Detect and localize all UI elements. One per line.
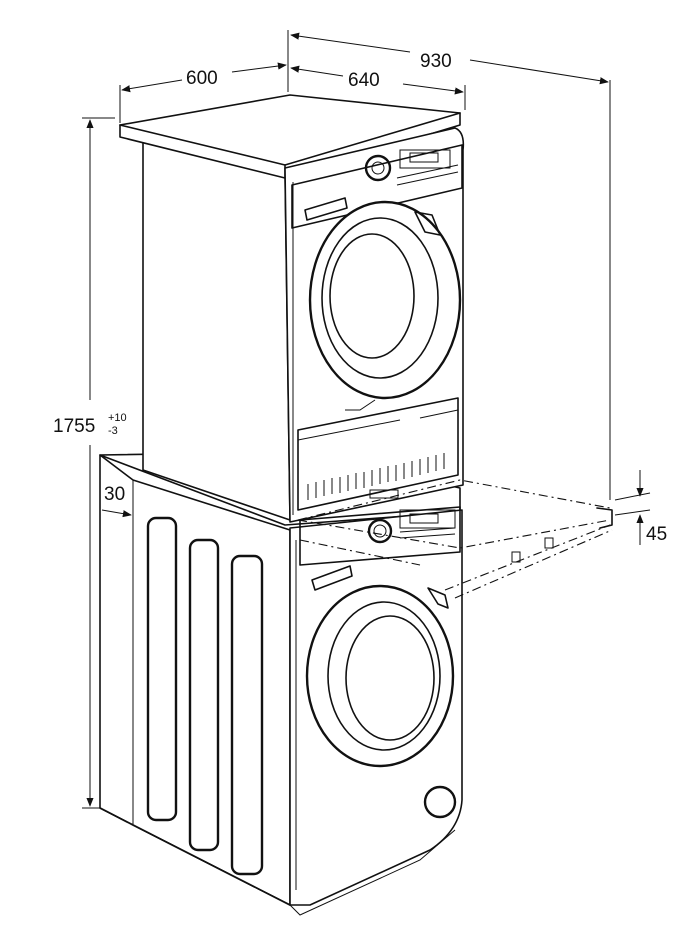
dryer-door: [308, 200, 462, 400]
side-recess: [188, 538, 220, 852]
pull-out-shelf: [297, 479, 613, 599]
washer: [99, 451, 463, 916]
detergent-drawer: [311, 565, 353, 591]
dim-shelf-height: 45: [646, 524, 667, 545]
dim-height-tol-minus: -3: [108, 425, 118, 437]
dimension-lines: [82, 30, 651, 809]
dim-depth-dryer: 640: [348, 70, 380, 91]
dim-height-tol-plus: +10: [108, 412, 127, 424]
dim-depth-total: 930: [420, 51, 452, 72]
dryer: [119, 94, 465, 523]
water-container: [304, 197, 348, 221]
side-recess: [146, 516, 178, 822]
dim-width-stand: 600: [186, 68, 218, 89]
side-recess: [230, 554, 264, 876]
dryer-grille: [307, 453, 445, 500]
dim-side-offset: 30: [104, 484, 125, 505]
service-hatch: [423, 785, 457, 819]
dim-height-total: 1755: [53, 416, 95, 437]
washer-door: [305, 584, 455, 768]
washer-dial-icon: [367, 518, 393, 544]
dryer-dial-icon: [364, 154, 392, 182]
